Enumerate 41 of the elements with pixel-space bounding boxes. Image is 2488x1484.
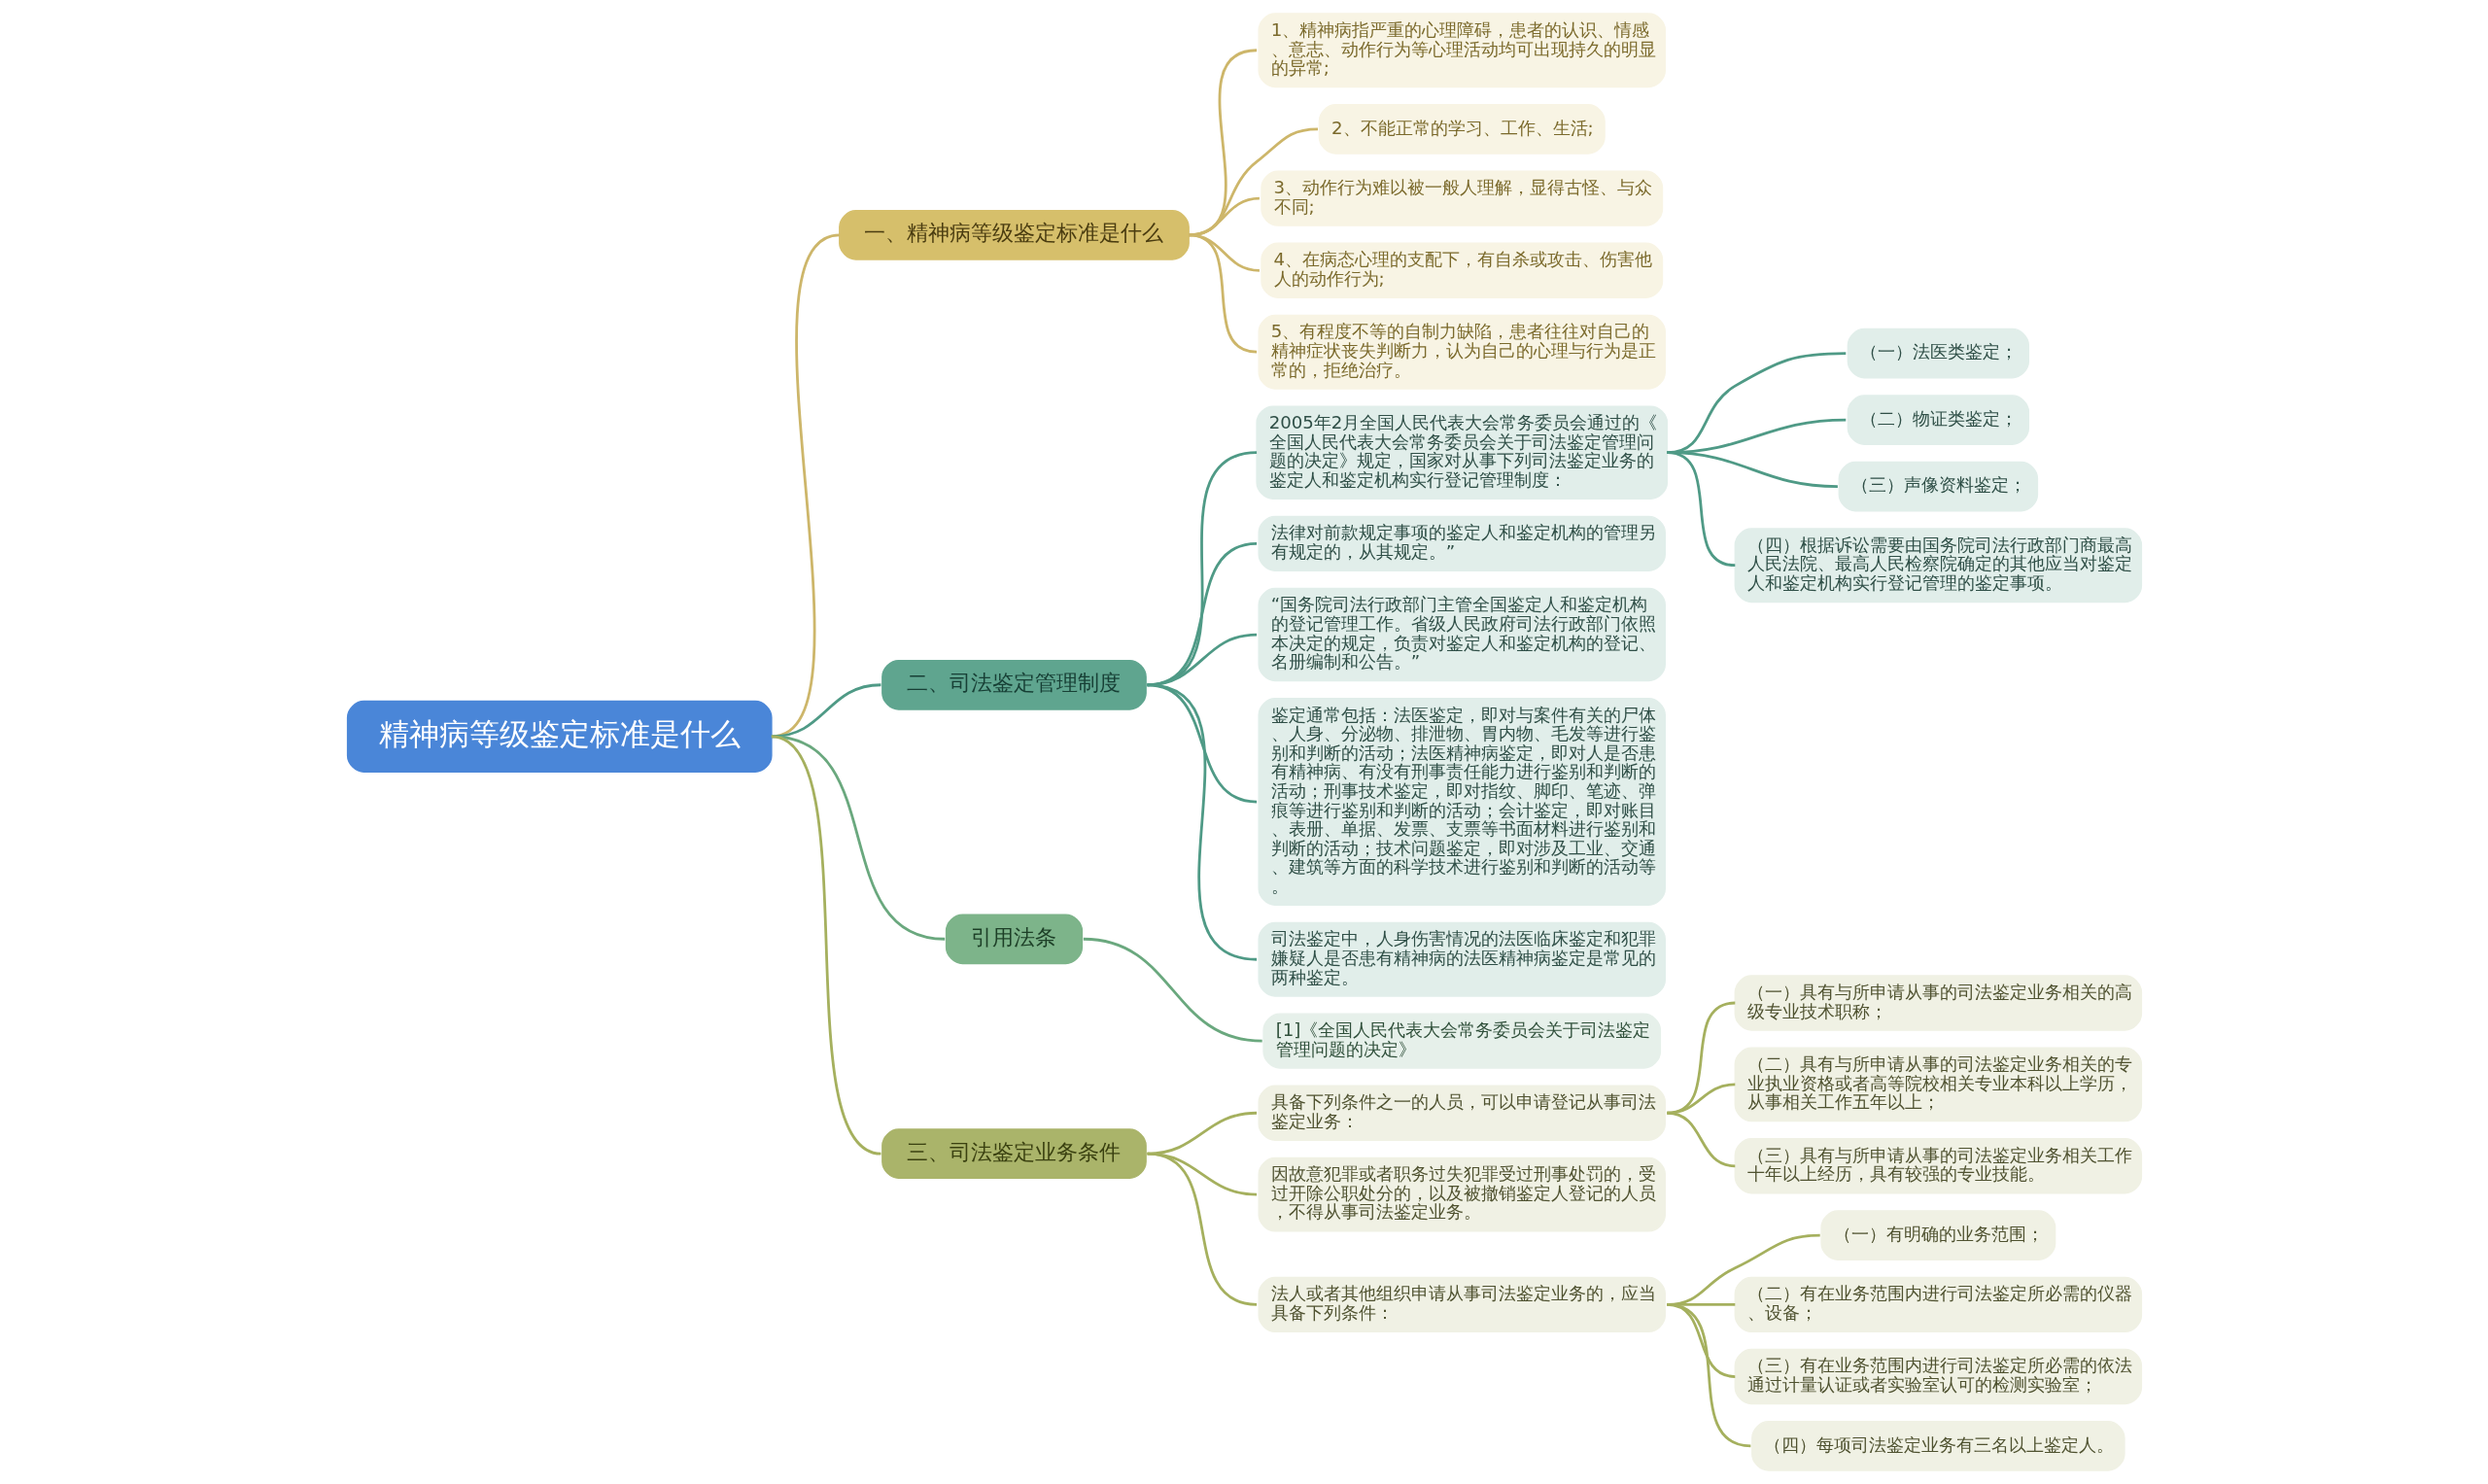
connector [1188,233,1257,354]
node-box: （三）具有与所申请从事的司法鉴定业务相关工作十年以上经历，具有较强的专业技能。 [1734,1138,2142,1194]
node-box: （四）每项司法鉴定业务有三名以上鉴定人。 [1750,1420,2125,1471]
node-box: 一、精神病等级鉴定标准是什么 [838,210,1190,260]
connector [1188,196,1260,237]
node-box: 法人或者其他组织申请从事司法鉴定业务的，应当具备下列条件： [1258,1276,1666,1333]
node-box: 二、司法鉴定管理制度 [881,659,1147,710]
connector [1083,937,1262,1043]
node-box: （三）声像资料鉴定； [1838,461,2038,512]
connector [1666,1303,1751,1448]
node-box: （一）有明确的业务范围； [1819,1210,2056,1260]
node-box: （四）根据诉讼需要由国务院司法行政部门商最高人民法院、最高人民检察院确定的其他应当对鉴定人和鉴定机构实行登记管理的鉴定事项。 [1734,528,2142,604]
connector [1188,127,1318,237]
node-box: “国务院司法行政部门主管全国鉴定人和鉴定机构的登记管理工作。省级人民政府司法行政部门依照本决定的规定，负责对鉴定人和鉴定机构的登记、名册编制和公告。” [1258,587,1666,682]
node-box: [1]《全国人民代表大会常务委员会关于司法鉴定管理问题的决定》 [1261,1013,1661,1069]
node-box: 引用法条 [945,914,1083,965]
connector [1666,451,1736,568]
node-box: 精神病等级鉴定标准是什么 [346,700,773,773]
node-box: 5、有程度不等的自制力缺陷，患者往往对自己的精神症状丧失判断力，认为自己的心理与行为是正常的，拒绝治疗。 [1258,314,1666,390]
connector [1146,683,1257,961]
node-box: （一）法医类鉴定； [1847,328,2029,379]
node-box: 司法鉴定中，人身伤害情况的法医临床鉴定和犯罪嫌疑人是否患有精神病的法医精神病鉴定是常见的两种鉴定。 [1258,921,1666,997]
connector [770,735,881,1156]
connector [1666,1111,1735,1168]
node-box: 4、在病态心理的支配下，有自杀或攻击、伤害他人的动作行为; [1260,242,1663,298]
node-box: 法律对前款规定事项的鉴定人和鉴定机构的管理另有规定的，从其规定。” [1258,515,1666,571]
node-box: 鉴定通常包括：法医鉴定，即对与案件有关的尸体、人身、分泌物、排泄物、胃内物、毛发等进行鉴别和判断的活动；法医精神病鉴定，即对人是否患有精神病、有没有刑事责任能力进行鉴别和判断的活动；刑事技术鉴定，即对指纹、脚印、笔迹、弹痕等进行鉴别和判断的活动；会计鉴定，即对账目、表册、单据、发票、支票等书面材料进行鉴别和判断的活动；技术问题鉴定，即对涉及工业、交通、建筑等方面的科学技术进行鉴别和判断的活动等。 [1258,698,1666,906]
node-box: （二）物证类鉴定； [1847,395,2029,445]
node-box: （二）有在业务范围内进行司法鉴定所必需的仪器、设备； [1734,1276,2142,1333]
node-box: 因故意犯罪或者职务过失犯罪受过刑事处罚的，受过开除公职处分的，以及被撤销鉴定人登记的人员，不得从事司法鉴定业务。 [1258,1156,1666,1232]
node-box: （一）具有与所申请从事的司法鉴定业务相关的高级专业技术职称； [1734,975,2142,1031]
connector [1146,1152,1257,1306]
node-box: 1、精神病指严重的心理障碍，患者的认识、情感、意志、动作行为等心理活动均可出现持久的明显的异常; [1258,13,1666,88]
node-box: 3、动作行为难以被一般人理解，显得古怪、与众不同; [1260,170,1663,226]
node-box: 具备下列条件之一的人员，可以申请登记从事司法鉴定业务： [1258,1085,1666,1141]
node-box: 2、不能正常的学习、工作、生活; [1318,104,1606,155]
node-box: （三）有在业务范围内进行司法鉴定所必需的依法通过计量认证或者实验室认可的检测实验室； [1734,1348,2142,1405]
node-box: 三、司法鉴定业务条件 [881,1128,1147,1180]
node-box: （二）具有与所申请从事的司法鉴定业务相关的专业执业资格或者高等院校相关专业本科以上学历，从事相关工作五年以上； [1734,1047,2142,1122]
connector [771,683,881,739]
node-box: 2005年2月全国人民代表大会常务委员会通过的《全国人民代表大会常务委员会关于司法鉴定管理问题的决定》规定，国家对从事下列司法鉴定业务的鉴定人和鉴定机构实行登记管理制度： [1255,405,1668,500]
